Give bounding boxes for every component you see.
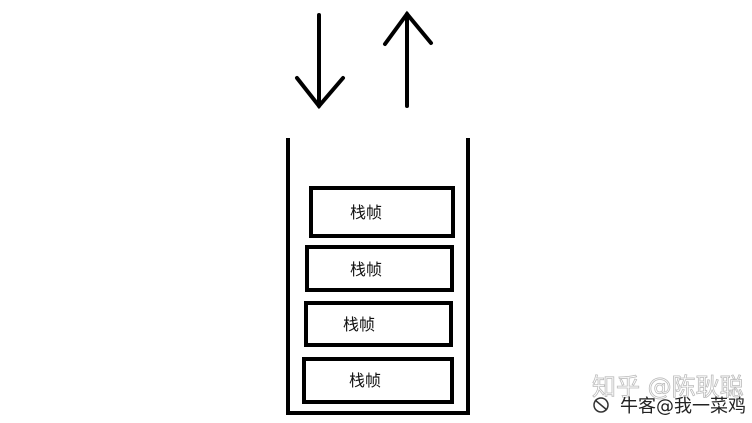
nowcoder-watermark: 牛客@我一菜鸡 xyxy=(620,396,746,417)
zhihu-watermark: 知乎 @陈耿聪 xyxy=(592,373,744,401)
stack-frame: 栈帧 xyxy=(302,357,454,404)
nowcoder-logo-icon xyxy=(593,397,609,413)
frame-label: 栈帧 xyxy=(350,260,382,279)
pop-arrow-icon xyxy=(383,10,433,108)
stack-frame: 栈帧 xyxy=(305,245,454,292)
push-arrow-icon xyxy=(295,13,345,110)
stack-container xyxy=(286,138,470,415)
frame-label: 栈帧 xyxy=(350,203,382,222)
stack-frame: 栈帧 xyxy=(304,301,453,347)
stack-frame: 栈帧 xyxy=(309,186,455,238)
frame-label: 栈帧 xyxy=(349,371,381,390)
frame-label: 栈帧 xyxy=(343,315,375,334)
